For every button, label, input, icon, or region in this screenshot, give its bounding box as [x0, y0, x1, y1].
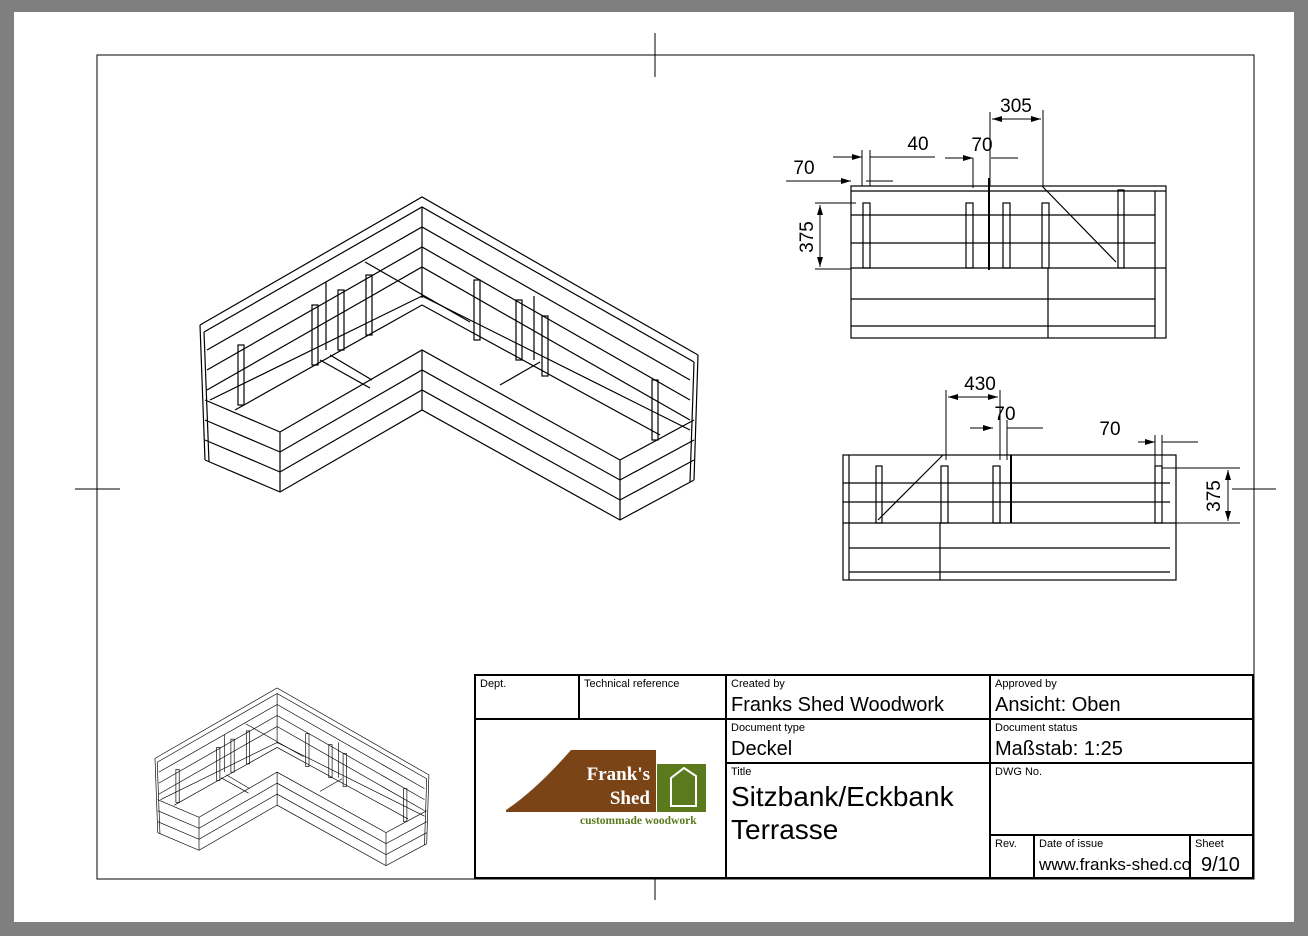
dimensions-bottom: [945, 390, 1240, 524]
sheet-cell: Sheet 9/10: [1191, 836, 1254, 879]
doc-type-value: Deckel: [731, 738, 793, 760]
dim-305: 305: [1000, 96, 1032, 117]
svg-text:Frank's: Frank's: [587, 764, 650, 785]
date-value: www.franks-shed.com: [1039, 855, 1191, 874]
isometric-view-small: [154, 687, 430, 866]
doc-status-value: Maßstab: 1:25: [995, 738, 1123, 760]
dimensions-top: [786, 110, 1044, 270]
front-view-bottom: [842, 454, 1177, 581]
rev-label: Rev.: [995, 838, 1017, 850]
sheet-value: 9/10: [1201, 854, 1240, 876]
tech-ref-cell: Technical reference: [580, 676, 727, 720]
date-cell: Date of issue www.franks-shed.com: [1035, 836, 1191, 879]
rev-cell: Rev.: [991, 836, 1035, 879]
doc-status-label: Document status: [995, 722, 1078, 734]
doc-status-cell: Document status Maßstab: 1:25: [991, 720, 1254, 764]
dim-70-mid: 70: [971, 135, 992, 156]
logo-cell: Frank's Shed custommade woodwork: [476, 720, 727, 879]
approved-by-cell: Approved by Ansicht: Oben: [991, 676, 1254, 720]
title-block: Dept. Technical reference Frank's Shed c…: [474, 674, 1254, 879]
dim-40: 40: [907, 134, 928, 155]
dim-430: 430: [964, 374, 996, 395]
created-by-cell: Created by Franks Shed Woodwork: [727, 676, 991, 720]
sheet-label: Sheet: [1195, 838, 1224, 850]
dwg-cell: DWG No.: [991, 764, 1254, 836]
franks-shed-logo: Frank's Shed custommade woodwork: [506, 750, 706, 827]
created-by-label: Created by: [731, 678, 785, 690]
svg-text:Shed: Shed: [610, 788, 651, 809]
doc-type-label: Document type: [731, 722, 805, 734]
front-view-top: [850, 178, 1167, 339]
dim-375: 375: [797, 221, 818, 253]
isometric-view-large: [199, 196, 699, 521]
dim-375-bottom: 375: [1204, 480, 1225, 512]
approved-by-label: Approved by: [995, 678, 1057, 690]
tech-ref-label: Technical reference: [584, 678, 680, 690]
dim-70-right: 70: [1099, 419, 1120, 440]
doc-type-cell: Document type Deckel: [727, 720, 991, 764]
approved-by-value: Ansicht: Oben: [995, 694, 1121, 716]
date-label: Date of issue: [1039, 838, 1104, 850]
dim-70-mid-bottom: 70: [994, 404, 1015, 425]
svg-text:custommade woodwork: custommade woodwork: [580, 815, 697, 827]
dept-cell: Dept.: [476, 676, 580, 720]
dept-label: Dept.: [480, 678, 507, 690]
title-label: Title: [731, 766, 752, 778]
created-by-value: Franks Shed Woodwork: [731, 694, 945, 716]
dwg-label: DWG No.: [995, 766, 1043, 778]
dim-70-left: 70: [793, 158, 814, 179]
